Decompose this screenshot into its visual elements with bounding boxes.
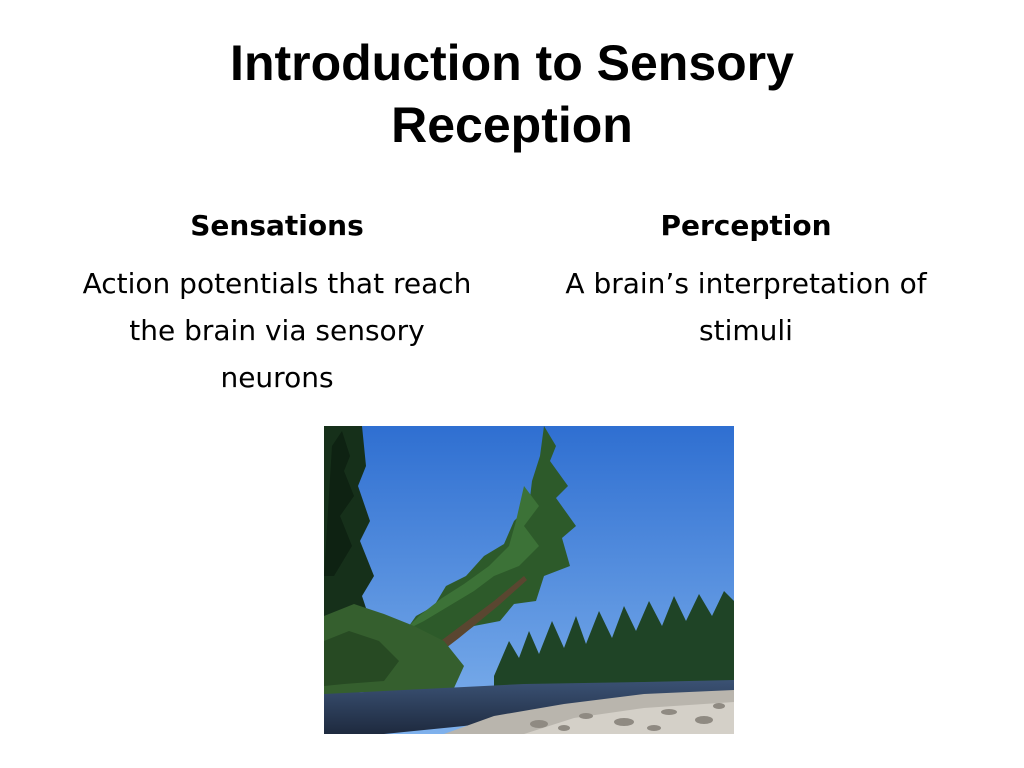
perception-definition: A brain’s interpretation of stimuli (565, 267, 927, 347)
slide-title: Introduction to Sensory Reception (230, 35, 794, 153)
perception-column: Perception A brain’s interpretation of s… (546, 204, 946, 354)
sensations-heading: Sensations (190, 209, 364, 242)
sensations-definition: Action potentials that reach the brain v… (82, 267, 472, 394)
sensations-column: Sensations Action potentials that reach … (77, 204, 477, 401)
river-forest-photo (324, 426, 734, 734)
perception-heading: Perception (660, 209, 832, 242)
